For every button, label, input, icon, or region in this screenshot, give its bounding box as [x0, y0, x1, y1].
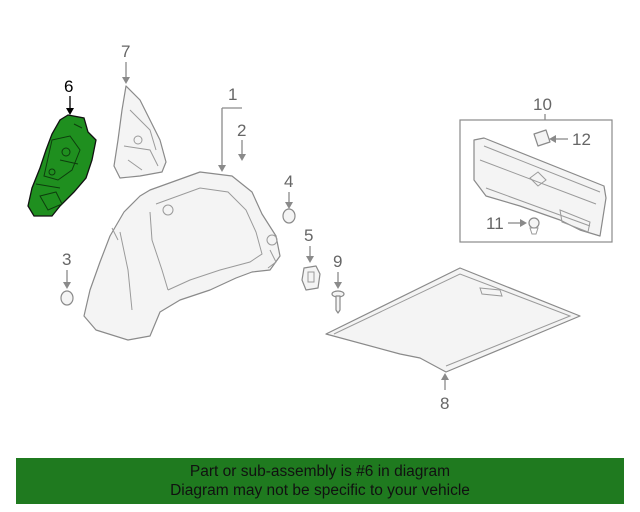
callout-7: 7	[121, 42, 130, 84]
part-9-screw	[331, 290, 345, 314]
svg-text:10: 10	[533, 95, 552, 114]
svg-text:5: 5	[304, 226, 313, 245]
part-3-clip	[60, 290, 74, 306]
svg-text:1: 1	[228, 85, 237, 104]
callout-5: 5	[304, 226, 314, 263]
svg-text:12: 12	[572, 130, 591, 149]
callout-4: 4	[284, 172, 293, 209]
callout-12: 12	[549, 130, 591, 149]
part-1-trunk-trim	[83, 171, 281, 341]
part-11-fastener	[528, 217, 540, 235]
banner-line-2: Diagram may not be specific to your vehi…	[170, 482, 470, 499]
callout-9: 9	[333, 252, 342, 289]
callout-8: 8	[440, 373, 449, 413]
svg-text:6: 6	[64, 77, 73, 96]
part-12-clip	[533, 129, 551, 147]
info-banner: Part or sub-assembly is #6 in diagram Di…	[16, 458, 624, 504]
svg-text:4: 4	[284, 172, 293, 191]
svg-text:3: 3	[62, 250, 71, 269]
callout-11: 11	[486, 214, 527, 233]
callout-10: 10	[533, 95, 552, 120]
part-7	[113, 85, 167, 179]
svg-text:9: 9	[333, 252, 342, 271]
banner-line-1: Part or sub-assembly is #6 in diagram	[189, 463, 451, 480]
part-5-retainer	[301, 265, 321, 291]
callout-6: 6	[64, 77, 74, 115]
part-6-highlighted[interactable]	[27, 114, 97, 217]
part-8-floor-panel	[325, 267, 581, 373]
svg-text:8: 8	[440, 394, 449, 413]
svg-text:11: 11	[486, 214, 504, 233]
callout-1: 1	[218, 85, 242, 172]
svg-text:7: 7	[121, 42, 130, 61]
callout-3: 3	[62, 250, 71, 289]
svg-text:2: 2	[237, 121, 246, 140]
part-4-clip	[282, 208, 296, 224]
callout-2: 2	[237, 121, 246, 161]
